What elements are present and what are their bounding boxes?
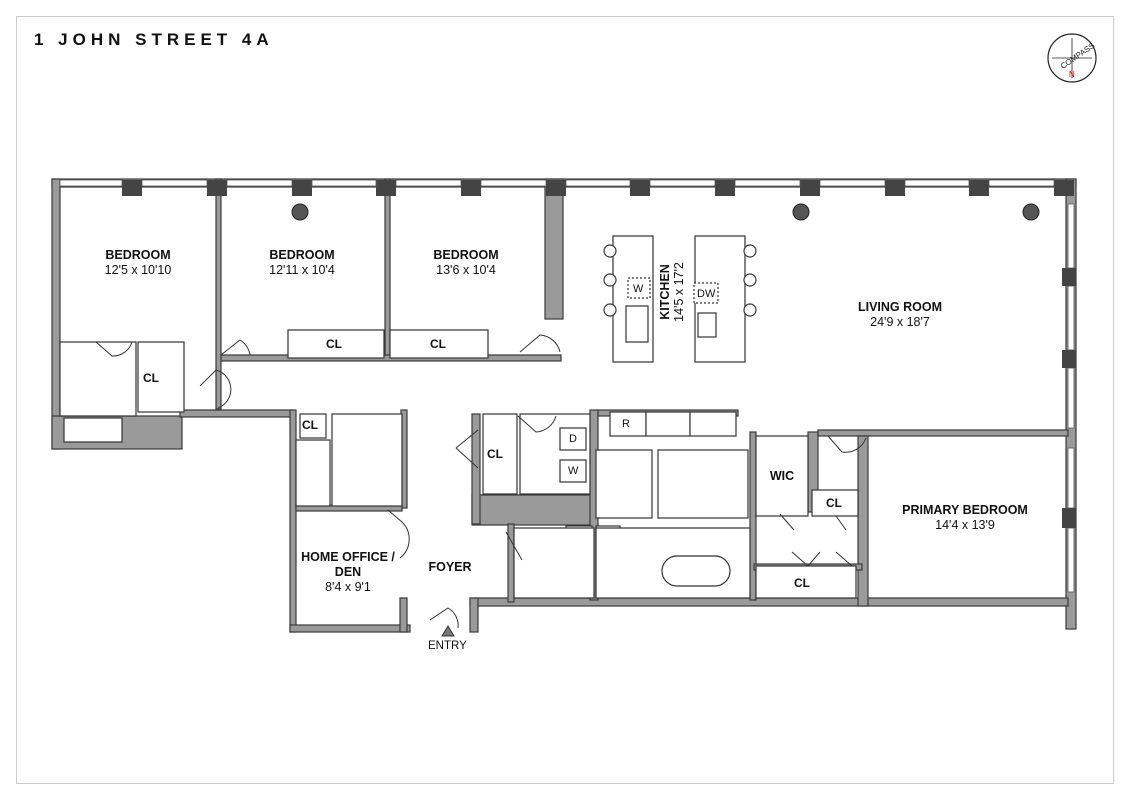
room-name: LIVING ROOM [857,300,943,314]
appliance-washer-kitchen: W [633,283,644,295]
room-wic: WIC [760,469,804,484]
wall-bed3-living [544,178,564,320]
closet-label: CL [794,576,810,590]
wall-bed1-bed2 [215,178,222,410]
living-primary-wall [817,429,1069,437]
core-wall [471,494,597,526]
room-name-line1: HOME OFFICE / [301,550,395,564]
column [122,180,142,196]
room-bedroom-1: BEDROOM 12'5 x 10'10 [88,248,188,278]
wic-west-wall [749,431,757,601]
room-dims: 12'5 x 10'10 [104,263,172,277]
closet [287,329,385,359]
room-living: LIVING ROOM 24'9 x 18'7 [850,300,950,330]
room-name: KITCHEN [658,264,672,320]
office-east-wall [399,597,408,633]
room-name-line2: DEN [334,565,362,579]
entry-label: ENTRY [428,640,467,652]
closet-label: CL [143,371,159,385]
appliance-dryer: D [569,433,577,445]
room-bedroom-2: BEDROOM 12'11 x 10'4 [252,248,352,278]
room-bedroom-3: BEDROOM 13'6 x 10'4 [416,248,516,278]
closet-label: CL [302,418,318,432]
room-dims: 14'4 x 13'9 [935,518,995,532]
office-west-wall [289,409,297,633]
page-frame [16,16,1114,784]
page-title: 1 JOHN STREET 4A [34,30,274,49]
appliance-dishwasher: DW [697,288,716,300]
svg-text:N: N [1069,70,1075,79]
room-dims: 14'5 x 17'2 [672,262,686,322]
core-west-wall [471,413,481,525]
foyer-east-wall [469,597,479,633]
room-dims: 24'9 x 18'7 [870,315,930,329]
appliance-washer: W [568,465,579,477]
room-name: FOYER [428,560,472,574]
south-wall-east [469,597,1069,607]
kitchen-island-west [612,235,654,363]
room-primary-bedroom: PRIMARY BEDROOM 14'4 x 13'9 [890,503,1040,533]
room-dims: 13'6 x 10'4 [436,263,496,277]
room-dims: 8'4 x 9'1 [325,580,371,594]
room-kitchen: KITCHEN 14'5 x 17'2 [658,247,686,337]
room-name: BEDROOM [269,248,335,262]
room-foyer: FOYER [420,560,480,575]
closet-label: CL [826,496,842,510]
room-home-office: HOME OFFICE / DEN 8'4 x 9'1 [296,550,400,595]
appliance-refrigerator: R [622,418,630,430]
closet-label: CL [326,337,342,351]
wall-bed2-bed3 [384,178,391,360]
corridor-wall [179,409,293,418]
room-dims: 12'11 x 10'4 [269,263,335,277]
column-round [291,203,309,221]
office-south-wall [289,624,411,633]
room-name: BEDROOM [105,248,171,262]
west-wall [51,178,61,450]
compass-icon: COMPASS N [1047,33,1097,83]
closet-label: CL [487,447,503,461]
room-name: WIC [769,469,795,483]
closet-label: CL [430,337,446,351]
primary-west-wall [857,435,869,607]
bath2-west-wall [507,523,515,603]
room-name: PRIMARY BEDROOM [902,503,1028,517]
room-name: BEDROOM [433,248,499,262]
entry-marker [441,625,455,637]
